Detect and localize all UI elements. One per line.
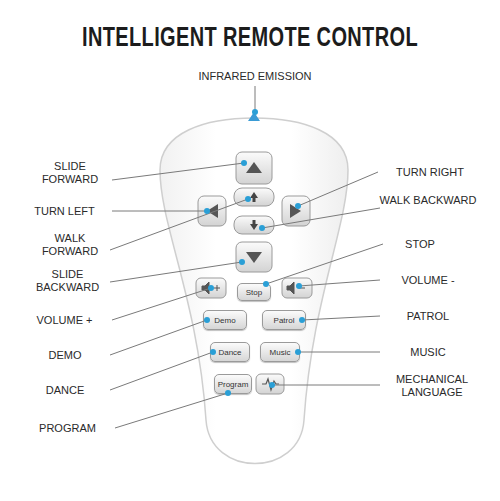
callout-dot	[210, 349, 216, 355]
callout-dot	[259, 225, 265, 231]
callout-dot	[204, 317, 210, 323]
volume-down-button	[282, 278, 312, 298]
callout-label: MECHANICAL LANGUAGE	[372, 373, 492, 399]
arrow-symbol	[246, 252, 262, 263]
button-key: Dance	[210, 342, 250, 362]
leader-line	[115, 393, 228, 428]
callout-dot	[299, 317, 305, 323]
arrow-symbol	[250, 192, 258, 202]
button-key: Demo	[203, 310, 247, 330]
leader-line	[272, 385, 380, 386]
leader-line	[262, 208, 380, 228]
callout-dot	[225, 390, 231, 396]
mechanical-language-button	[256, 374, 284, 394]
callout-dot	[263, 281, 269, 287]
turn-left-button	[198, 196, 226, 226]
leader-line	[255, 86, 256, 110]
leader-line	[110, 199, 248, 250]
speaker-symbol	[202, 282, 220, 294]
callout-label: SLIDE BACKWARD	[25, 268, 110, 294]
arrow-symbol	[207, 204, 218, 218]
button-text: Music	[270, 348, 291, 357]
arrow-symbol	[246, 162, 262, 173]
callout-dot	[296, 283, 302, 289]
callout-dot	[241, 160, 247, 166]
callout-label: WALK BACKWARD	[378, 194, 478, 207]
leader-line	[266, 244, 383, 284]
callout-label: TURN LEFT	[17, 205, 112, 218]
walk-forward-button	[234, 188, 274, 206]
button-text: Demo	[214, 316, 235, 325]
callout-label: VOLUME -	[378, 274, 478, 287]
callout-dot	[295, 349, 301, 355]
callout-label: MUSIC	[378, 346, 478, 359]
callout-label: WALK FORWARD	[30, 232, 110, 258]
callout-label: SLIDE FORWARD	[30, 160, 110, 186]
leader-line	[302, 316, 380, 320]
leader-line	[112, 288, 211, 320]
button-text: Patrol	[274, 316, 295, 325]
button-key: Patrol	[262, 310, 306, 330]
callout-label: VOLUME +	[17, 314, 112, 327]
wave-symbol	[262, 379, 279, 390]
slide-backward-button	[236, 242, 272, 272]
callout-label: STOP	[380, 238, 460, 251]
slide-forward-button	[236, 152, 272, 184]
callout-dot	[252, 109, 258, 115]
button-text: Dance	[218, 348, 241, 357]
leader-line	[112, 163, 244, 180]
arrow-symbol	[250, 220, 258, 230]
leader-line	[299, 280, 380, 286]
callout-dot	[269, 382, 275, 388]
callout-dot	[295, 203, 301, 209]
button-key: Program	[214, 374, 252, 394]
walk-backward-button	[234, 216, 274, 234]
volume-up-button	[196, 278, 226, 298]
infrared-emitter	[248, 112, 260, 121]
callout-dot	[239, 259, 245, 265]
turn-right-button	[282, 196, 310, 226]
leader-line	[112, 211, 207, 212]
button-text: Stop	[246, 288, 262, 297]
callout-label: DANCE	[20, 384, 110, 397]
arrow-symbol	[290, 204, 301, 218]
diagram-title: INTELLIGENT REMOTE CONTROL	[65, 22, 435, 53]
leader-line	[110, 352, 213, 390]
callout-label: DEMO	[20, 349, 110, 362]
speaker-symbol	[287, 282, 305, 294]
button-key: Music	[260, 342, 300, 362]
callout-label: PROGRAM	[20, 422, 115, 435]
leader-line	[298, 172, 378, 206]
button-key: Stop	[237, 283, 271, 301]
callout-label: INFRARED EMISSION	[175, 70, 335, 83]
leader-line	[298, 352, 380, 353]
callout-dot	[204, 208, 210, 214]
button-text: Program	[218, 380, 249, 389]
callout-label: PATROL	[378, 310, 478, 323]
remote-body	[160, 118, 348, 464]
leader-line	[110, 320, 207, 355]
callout-label: TURN RIGHT	[375, 166, 485, 179]
callout-dot	[245, 196, 251, 202]
leader-line	[110, 262, 242, 282]
callout-dot	[208, 285, 214, 291]
